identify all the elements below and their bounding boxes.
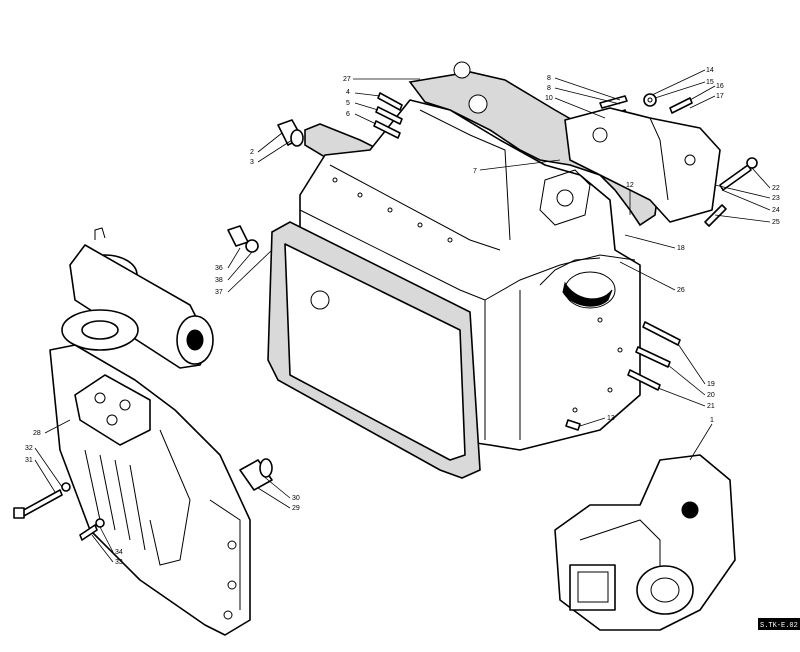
assembled-housing-inset <box>554 454 736 631</box>
callout-30: 30 <box>292 495 300 502</box>
callout-16: 16 <box>716 83 724 90</box>
bolt-31-32 <box>13 482 71 519</box>
studs-4-6 <box>373 92 403 139</box>
reference-code-text: S.TK-E.02 <box>760 622 798 630</box>
callout-31: 31 <box>25 457 33 464</box>
callout-20: 20 <box>707 392 715 399</box>
callout-13: 13 <box>607 415 615 422</box>
callout-29: 29 <box>292 505 300 512</box>
callout-17: 17 <box>716 93 724 100</box>
callout-32: 32 <box>25 445 33 452</box>
filter-seal-ring <box>61 309 139 351</box>
callout-23: 23 <box>772 195 780 202</box>
callout-18: 18 <box>677 245 685 252</box>
oil-filter <box>69 227 214 369</box>
reference-code-tag: S.TK-E.02 <box>758 618 800 630</box>
studs-19-21 <box>627 321 681 391</box>
callout-19: 19 <box>707 381 715 388</box>
callout-27: 27 <box>343 76 351 83</box>
callout-numbers: 27 4 5 6 2 3 8 8 10 14 15 16 17 7 12 22 … <box>25 67 780 566</box>
callout-1: 1 <box>710 417 714 424</box>
studs-16-17 <box>669 97 693 114</box>
sump-gasket <box>267 221 481 479</box>
callout-2: 2 <box>250 149 254 156</box>
callout-6: 6 <box>346 111 350 118</box>
nut-14-15 <box>643 93 657 107</box>
callout-12: 12 <box>626 182 634 189</box>
bolt-13 <box>565 419 581 431</box>
callout-38: 38 <box>215 277 223 284</box>
callout-37: 37 <box>215 289 223 296</box>
plug-36-38 <box>227 225 259 253</box>
callout-8b: 8 <box>547 85 551 92</box>
plug-29-30 <box>239 458 273 491</box>
callout-33: 33 <box>115 559 123 566</box>
side-housing-cover <box>564 107 721 223</box>
callout-22: 22 <box>772 185 780 192</box>
oil-sump-pan <box>49 344 251 636</box>
callout-3: 3 <box>250 159 254 166</box>
callout-28: 28 <box>33 430 41 437</box>
callout-7: 7 <box>473 168 477 175</box>
callout-25: 25 <box>772 219 780 226</box>
bolts-22-25 <box>704 157 758 227</box>
callout-14: 14 <box>706 67 714 74</box>
callout-leader-lines <box>34 69 771 563</box>
callout-26: 26 <box>677 287 685 294</box>
callout-34: 34 <box>115 549 123 556</box>
drain-plug-2 <box>277 119 304 147</box>
callout-8a: 8 <box>547 75 551 82</box>
callout-5: 5 <box>346 100 350 107</box>
callout-4: 4 <box>346 89 350 96</box>
callout-21: 21 <box>707 403 715 410</box>
callout-15: 15 <box>706 79 714 86</box>
callout-36: 36 <box>215 265 223 272</box>
callout-24: 24 <box>772 207 780 214</box>
callout-10: 10 <box>545 95 553 102</box>
